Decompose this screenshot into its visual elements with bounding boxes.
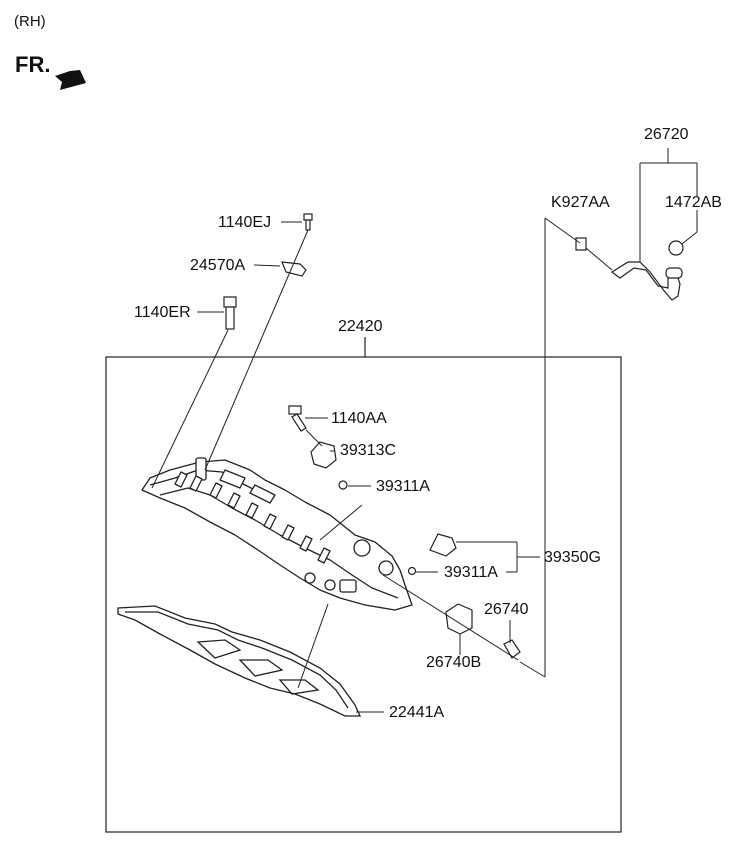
- front-arrow-icon: [55, 70, 86, 90]
- part-label-39350G: 39350G: [544, 549, 601, 566]
- part-label-1140ER: 1140ER: [134, 304, 191, 321]
- small-parts-drawing: [223, 213, 684, 659]
- part-label-39313C: 39313C: [340, 442, 397, 459]
- part-label-1140EJ: 1140EJ: [218, 214, 272, 231]
- part-label-26720: 26720: [644, 126, 689, 143]
- part-label-K927AA: K927AA: [551, 194, 610, 211]
- part-label-1472AB: 1472AB: [665, 194, 722, 211]
- part-label-26740B: 26740B: [426, 654, 482, 671]
- leader-lines: [151, 148, 698, 713]
- front-direction-label: FR.: [15, 52, 51, 77]
- part-label-22420: 22420: [338, 318, 383, 335]
- gasket-drawing: [117, 605, 362, 717]
- part-label-39311A-top: 39311A: [376, 478, 430, 495]
- part-label-26740: 26740: [484, 601, 529, 618]
- side-indicator: (RH): [14, 13, 46, 30]
- part-label-22441A: 22441A: [389, 704, 445, 721]
- assembly-box: [105, 356, 622, 833]
- valve-cover-drawing: [141, 457, 413, 611]
- part-label-39311A-bottom: 39311A: [444, 564, 498, 581]
- part-label-24570A: 24570A: [190, 257, 246, 274]
- part-label-1140AA: 1140AA: [331, 410, 387, 427]
